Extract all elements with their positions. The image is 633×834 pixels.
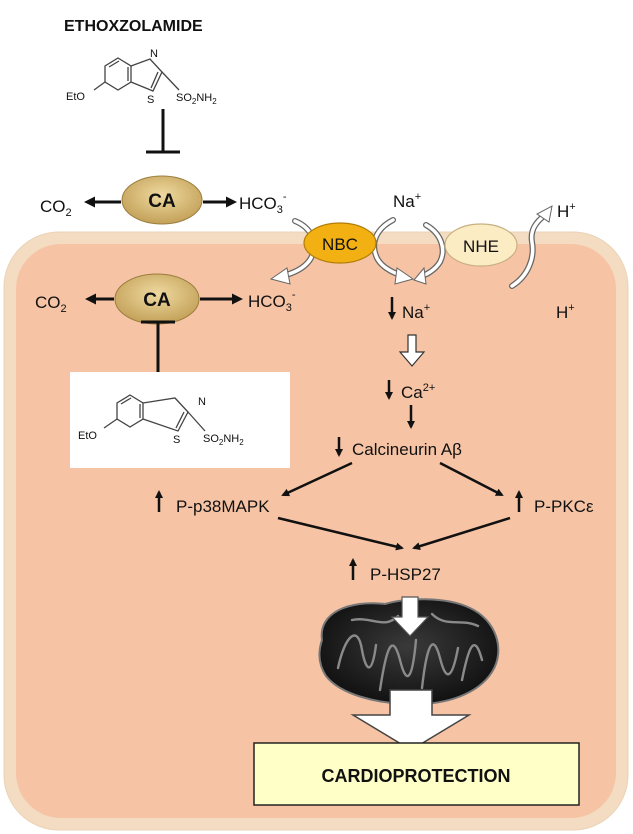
cell-cytoplasm [16, 244, 616, 818]
cardioprotection-label: CARDIOPROTECTION [322, 766, 511, 786]
s-atom-label-inner: S [173, 434, 180, 446]
inhibition-top [146, 109, 180, 154]
hollow-arrow-hsp27-to-mito [390, 596, 430, 637]
pkc-label: P-PKCε [534, 497, 594, 516]
na-extracellular: Na+ [393, 191, 421, 211]
mitochondrion-icon [318, 598, 500, 706]
nhe-transporter [444, 223, 518, 267]
h-extracellular: H+ [557, 201, 576, 221]
ca-label-extracellular: CA [148, 191, 176, 212]
arrow-calcineurin-to-p38 [281, 461, 353, 497]
h-intracellular: H+ [556, 302, 575, 322]
ca-label-intracellular: CA [143, 290, 171, 311]
drug-structure-inner [103, 394, 206, 432]
ca-enzyme-extracellular [121, 175, 203, 225]
sulfonamide-label-inner: SO2NH2 [203, 433, 244, 447]
s-atom-label: S [147, 94, 154, 106]
ethoxy-label-inner: EtO [78, 430, 97, 442]
hsp27-label: P-HSP27 [370, 565, 441, 584]
co2-extracellular: CO2 [40, 197, 72, 219]
nbc-label: NBC [322, 235, 358, 254]
hollow-arrow-na-to-ca [398, 334, 426, 367]
arrow-calcineurin-to-pkc [439, 461, 504, 497]
co2-intracellular: CO2 [35, 293, 67, 315]
sulfonamide-label: SO2NH2 [176, 92, 217, 106]
drug-title: ETHOXZOLAMIDE [64, 18, 203, 35]
cardioprotection-box [253, 742, 580, 806]
p38-label: P-p38MAPK [176, 497, 270, 516]
hco3-intracellular: HCO3- [248, 289, 296, 314]
hollow-arrow-to-cardioprotection [350, 689, 472, 751]
nhe-label: NHE [463, 237, 499, 256]
nbc-transporter [303, 222, 377, 264]
arrow-p38-to-hsp27 [277, 516, 404, 551]
ethoxy-label: EtO [66, 91, 85, 103]
n-atom-label-inner: N [198, 396, 206, 408]
hco3-extracellular: HCO3- [239, 191, 287, 216]
na-intracellular: Na+ [402, 302, 430, 322]
inhibition-intracellular [141, 320, 175, 372]
arrow-pkc-to-hsp27 [412, 516, 511, 551]
ca-ion: Ca2+ [401, 382, 435, 402]
calcineurin-label: Calcineurin Aβ [352, 440, 462, 459]
drug-structure-top [93, 57, 180, 92]
n-atom-label: N [150, 48, 158, 60]
